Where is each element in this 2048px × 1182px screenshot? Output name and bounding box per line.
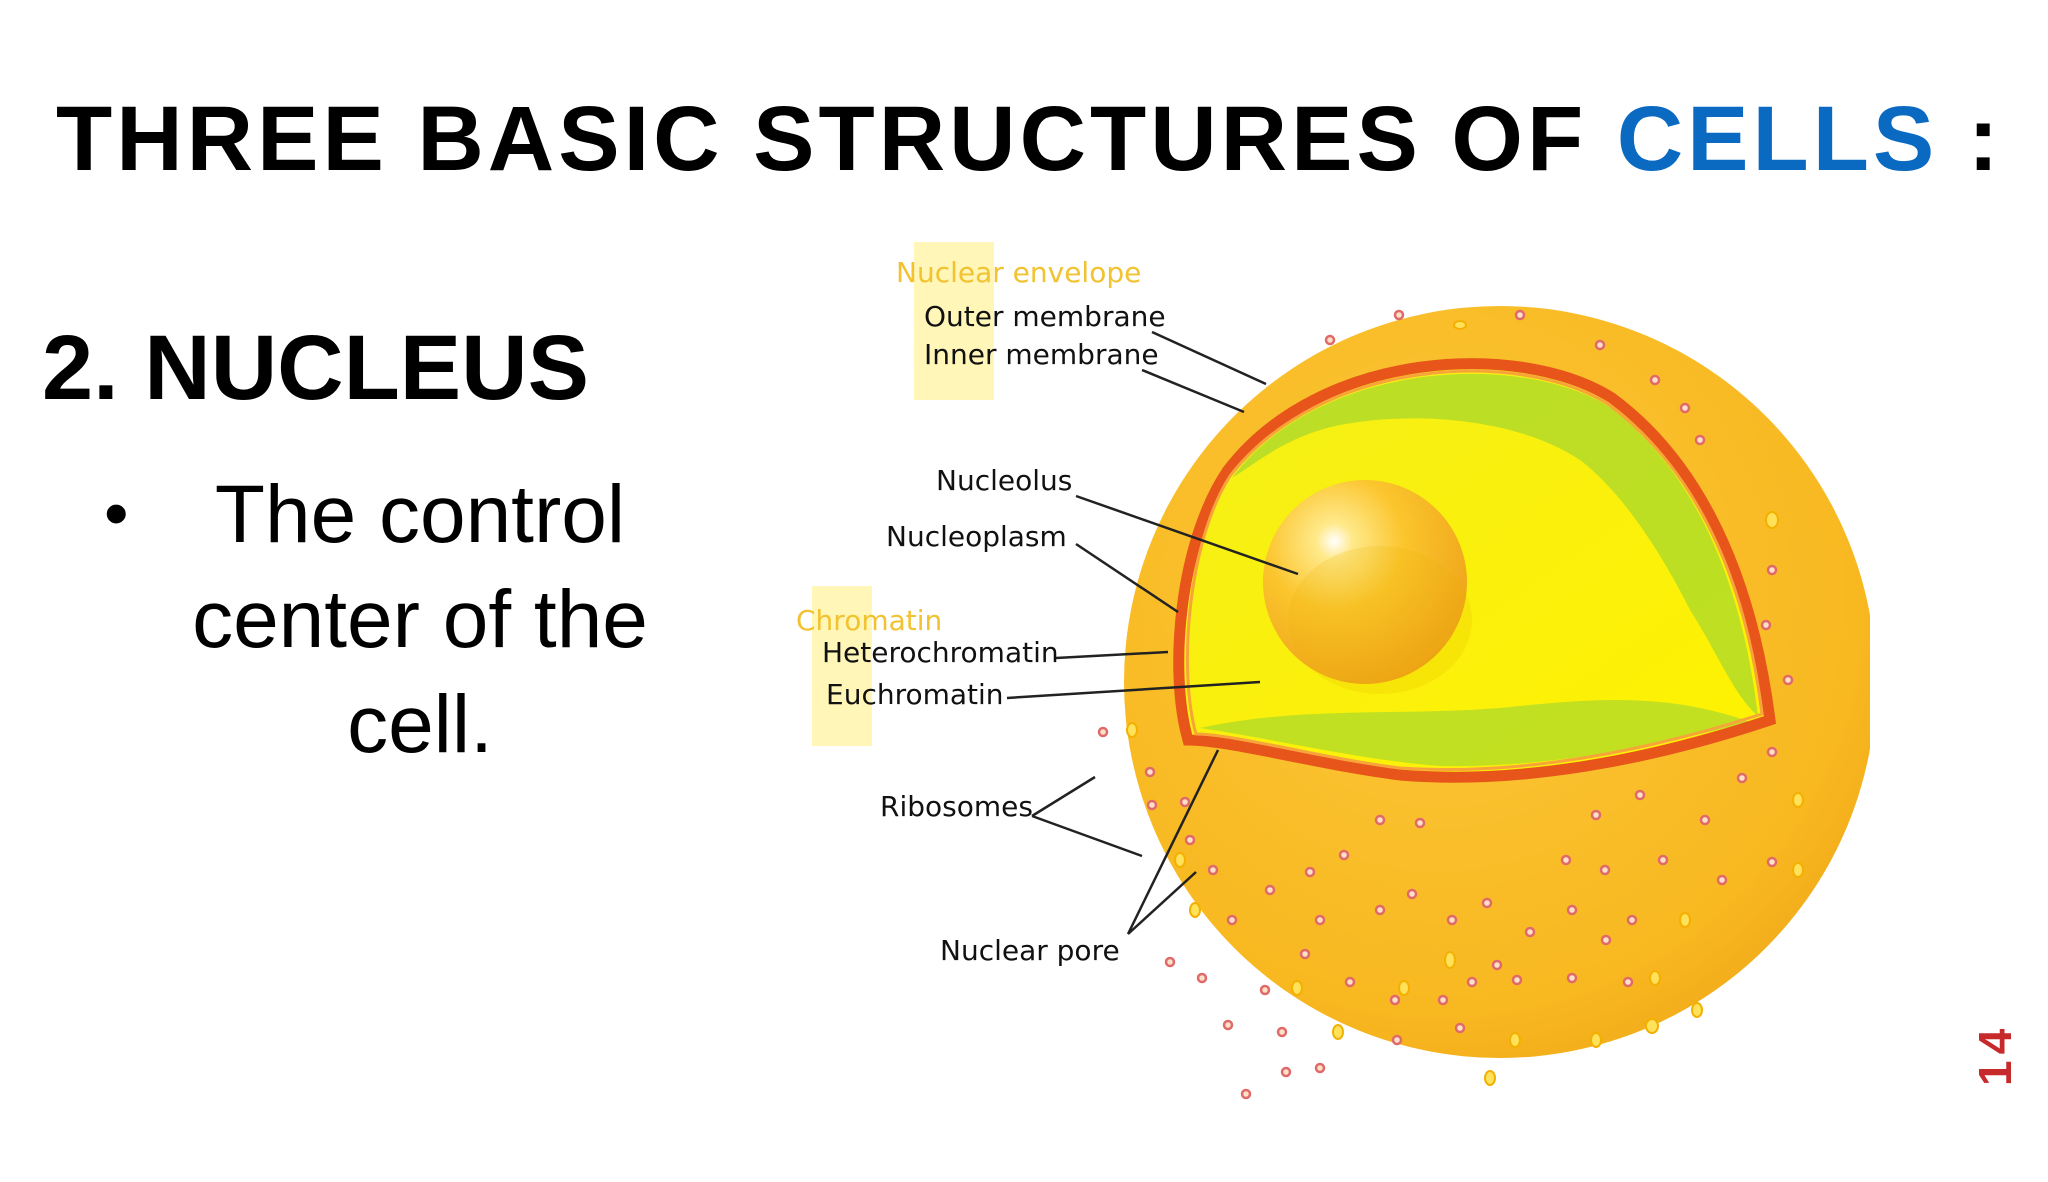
label-heterochromatin: Heterochromatin	[822, 636, 1059, 669]
label-inner-membrane: Inner membrane	[924, 338, 1159, 371]
heterochromatin-floor	[1200, 699, 1750, 767]
nucleolus	[1263, 480, 1467, 684]
title-colon: :	[1938, 88, 2003, 190]
title-accent: CELLS	[1616, 88, 1939, 190]
title-main: THREE BASIC STRUCTURES OF	[56, 88, 1617, 190]
slide-number: 14	[1968, 1006, 2028, 1086]
bullet-text: The control center of the cell.	[192, 469, 648, 770]
page-number-text: 14	[1969, 1022, 2021, 1086]
label-nucleolus: Nucleolus	[936, 464, 1072, 497]
heterochromatin-rim	[1232, 373, 1758, 716]
label-nuclear-envelope: Nuclear envelope	[896, 256, 1141, 289]
label-outer-membrane: Outer membrane	[924, 300, 1166, 333]
nuclear-envelope	[1173, 358, 1777, 783]
section-heading: 2. NUCLEUS	[42, 317, 589, 419]
ribosome-dots	[1097, 309, 1794, 1100]
vesicle-dots	[1126, 320, 1804, 1086]
label-euchromatin: Euchromatin	[826, 678, 1004, 711]
label-nuclear-pore: Nuclear pore	[940, 934, 1120, 967]
bullet-marker: •	[104, 474, 129, 552]
nucleus-diagram: Nuclear envelope Outer membrane Inner me…	[796, 242, 1870, 1100]
nuclear-envelope-inner	[1185, 369, 1764, 772]
label-chromatin: Chromatin	[796, 604, 942, 637]
leader-lines	[1006, 330, 1299, 935]
label-nucleoplasm: Nucleoplasm	[886, 520, 1067, 553]
label-box-chromatin	[812, 586, 872, 746]
label-ribosomes: Ribosomes	[880, 790, 1033, 823]
label-box-nuclear-envelope	[914, 242, 994, 400]
nucleolus-shadow	[1288, 546, 1472, 694]
slide-title: THREE BASIC STRUCTURES OF CELLS :	[56, 84, 2003, 194]
